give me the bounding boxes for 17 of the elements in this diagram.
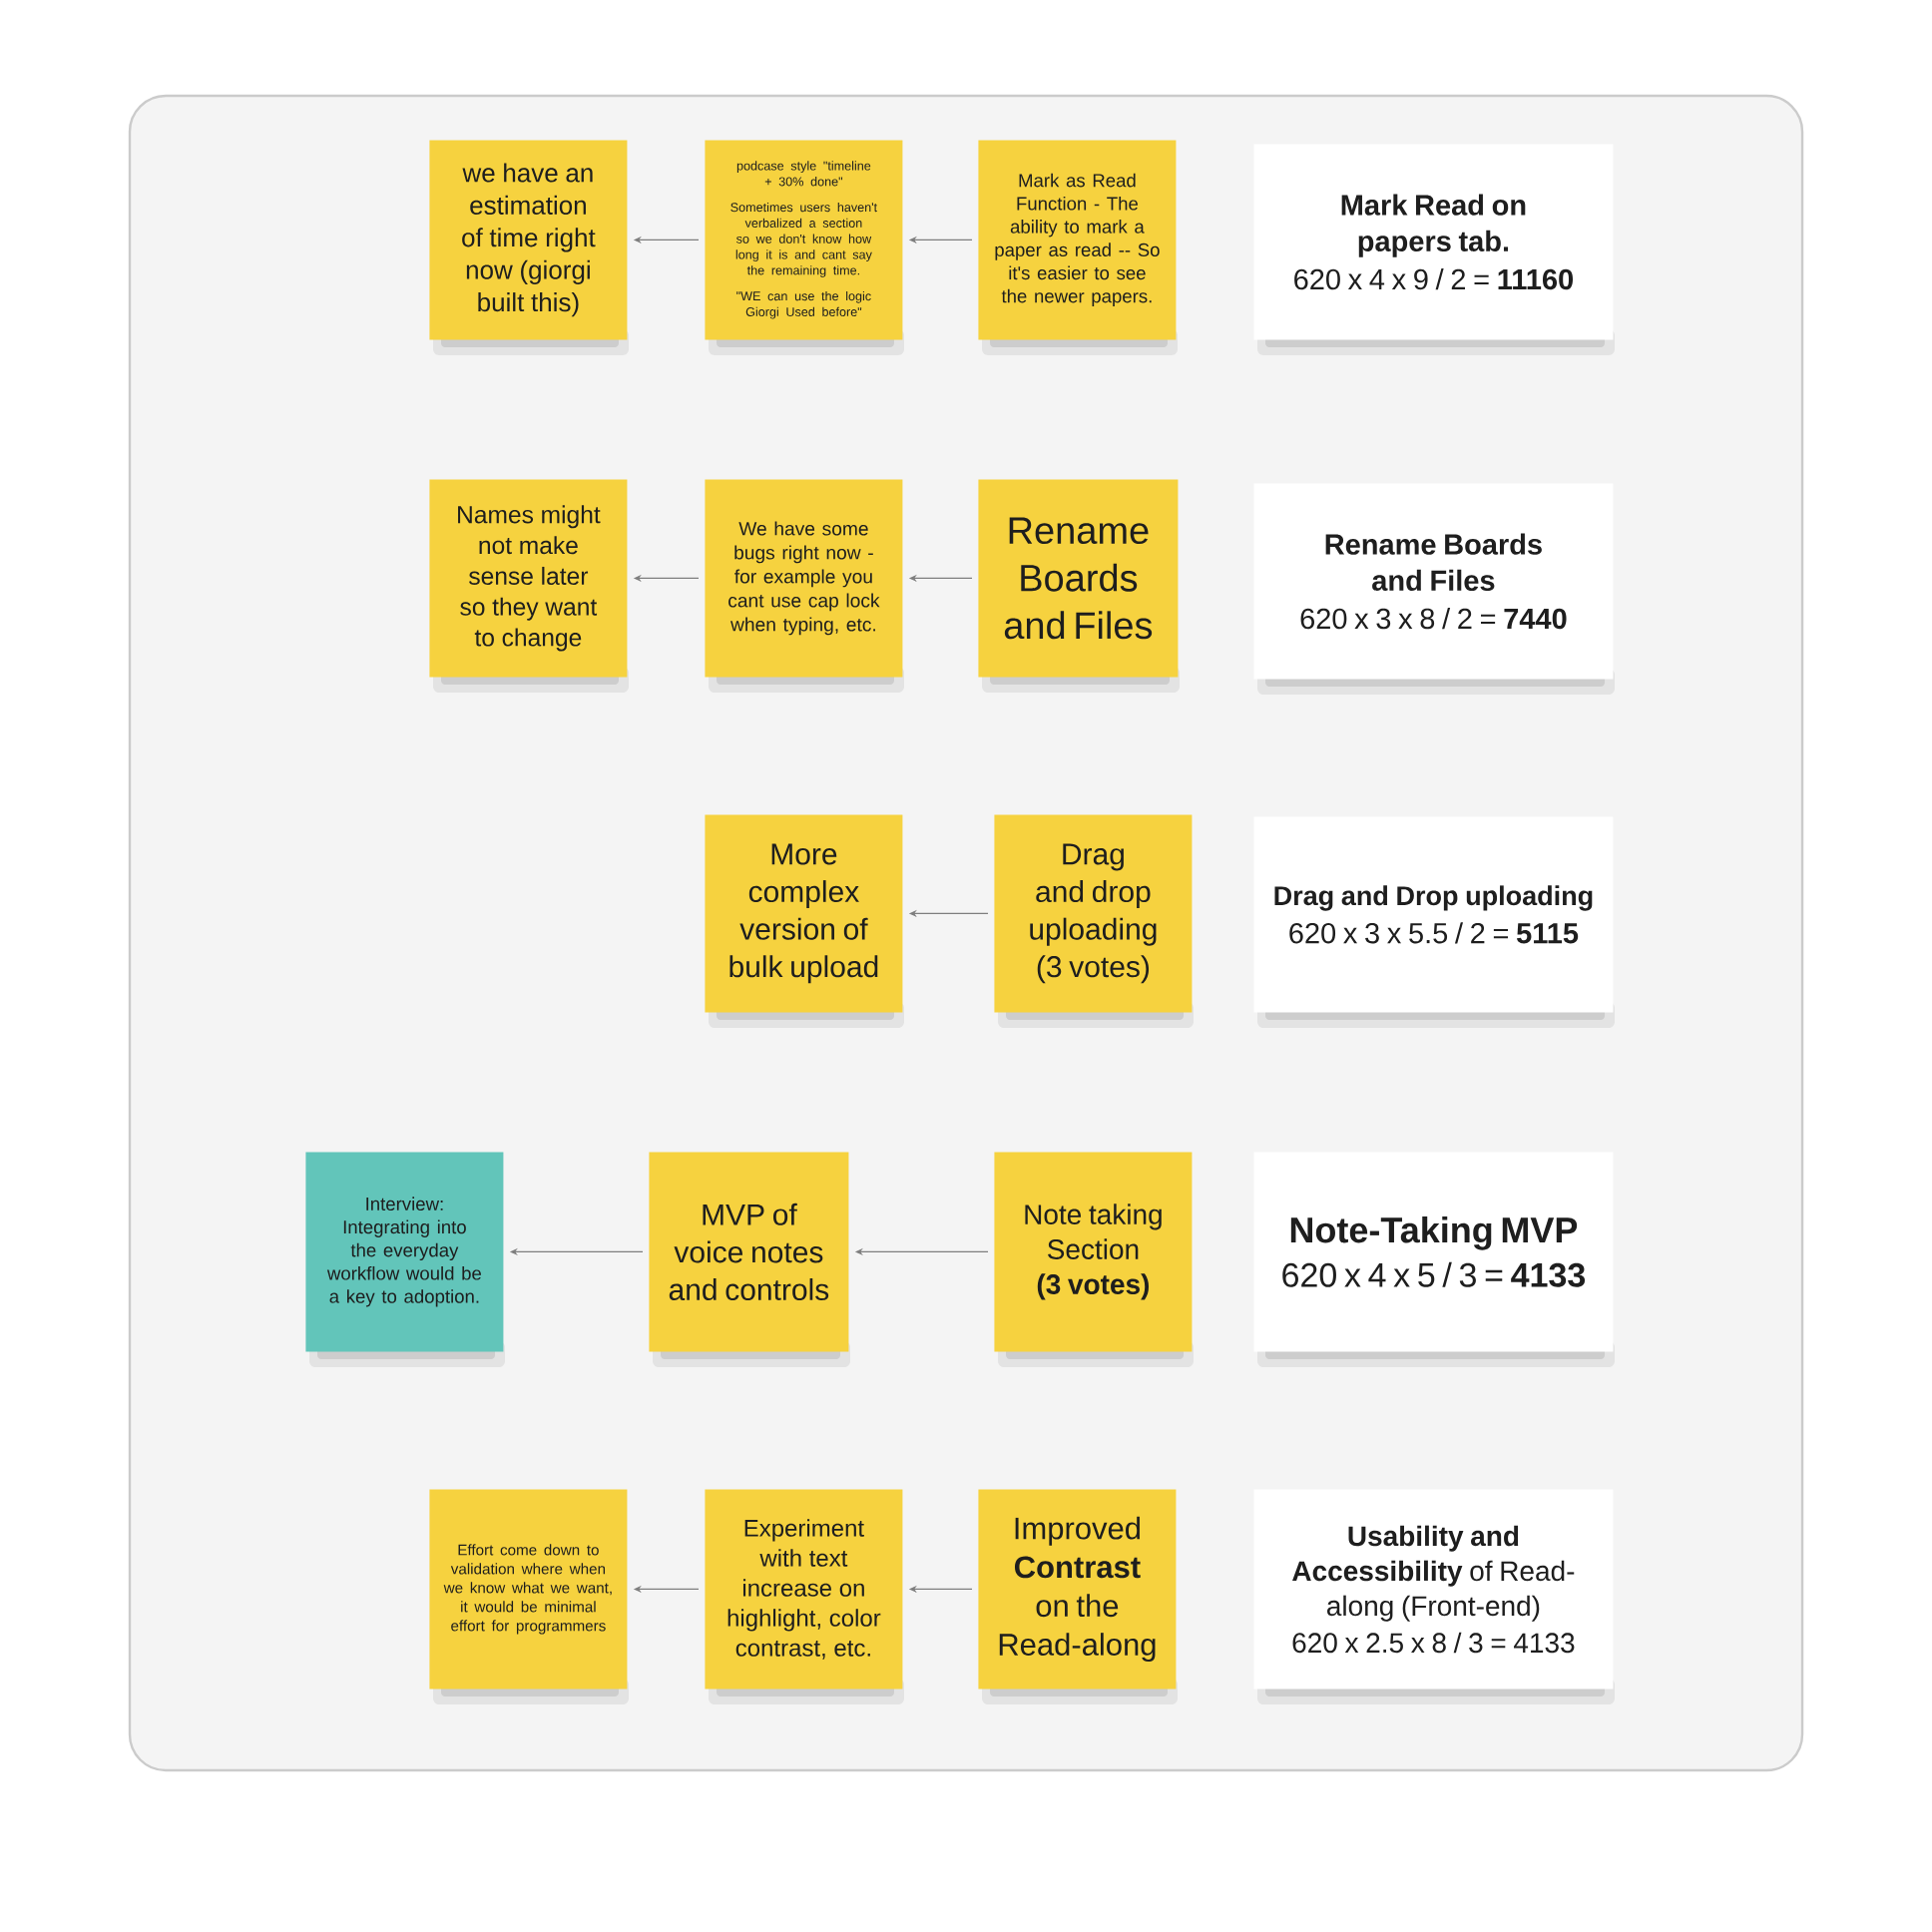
summary-card: Mark Read on papers tab. 620 x 4 x 9 / 2 = 11160 <box>1253 144 1616 355</box>
sticky-note: More complex version of bulk upload <box>705 814 904 1028</box>
sticky-note: Note taking Section (3 votes) <box>994 1152 1194 1367</box>
sticky-note: Interview: Integrating into the everyday workflow would be a key to adoption. <box>305 1152 505 1367</box>
summary-card: Drag and Drop uploading 620 x 3 x 5.5 / 2 = 5115 <box>1253 816 1616 1028</box>
sticky-note: MVP of voice notes and controls <box>649 1152 850 1367</box>
sticky-note: Rename Boards and Files <box>978 479 1180 693</box>
sticky-note: Mark as Read Function - The ability to mark a paper as read -- So it's easier to see the newer papers. <box>978 140 1178 355</box>
sticky-note: Names might not make sense later so they want to change <box>429 479 629 693</box>
sticky-note: Experiment with text increase on highlight, color contrast, etc. <box>705 1489 904 1704</box>
sticky-note: We have some bugs right now - for example you cant use cap lock when typing, etc. <box>705 479 904 693</box>
sticky-note: Improved Contrast on the Read-along <box>978 1489 1178 1704</box>
sticky-note: we have an estimation of time right now (giorgi built this) <box>429 140 629 355</box>
summary-card: Usability and Accessibility of Read-along (Front-end) 620 x 2.5 x 8 / 3 = 4133 <box>1253 1489 1616 1704</box>
sticky-note: Drag and drop uploading (3 votes) <box>994 814 1194 1028</box>
summary-card: Rename Boards and Files 620 x 3 x 8 / 2 = 7440 <box>1253 483 1616 695</box>
summary-card: Note-Taking MVP 620 x 4 x 5 / 3 = 4133 <box>1253 1152 1616 1367</box>
